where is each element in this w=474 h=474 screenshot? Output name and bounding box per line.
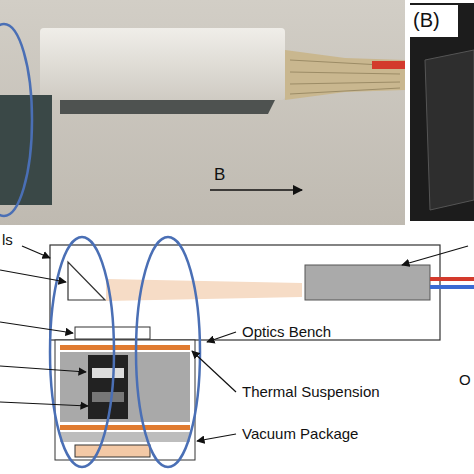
schematic bbox=[0, 225, 474, 474]
micrograph-panel bbox=[405, 0, 474, 225]
panel-letter: (B) bbox=[413, 9, 440, 31]
leader-lines bbox=[0, 246, 468, 441]
part-label: Vacuum Package bbox=[242, 426, 358, 443]
part-label: ls bbox=[2, 232, 13, 249]
part-label: Optics Bench bbox=[242, 324, 331, 341]
device-photo bbox=[0, 0, 405, 225]
part-label: Thermal Suspension bbox=[242, 384, 380, 401]
part-label: O bbox=[459, 372, 471, 389]
field-symbol: B bbox=[214, 166, 225, 185]
